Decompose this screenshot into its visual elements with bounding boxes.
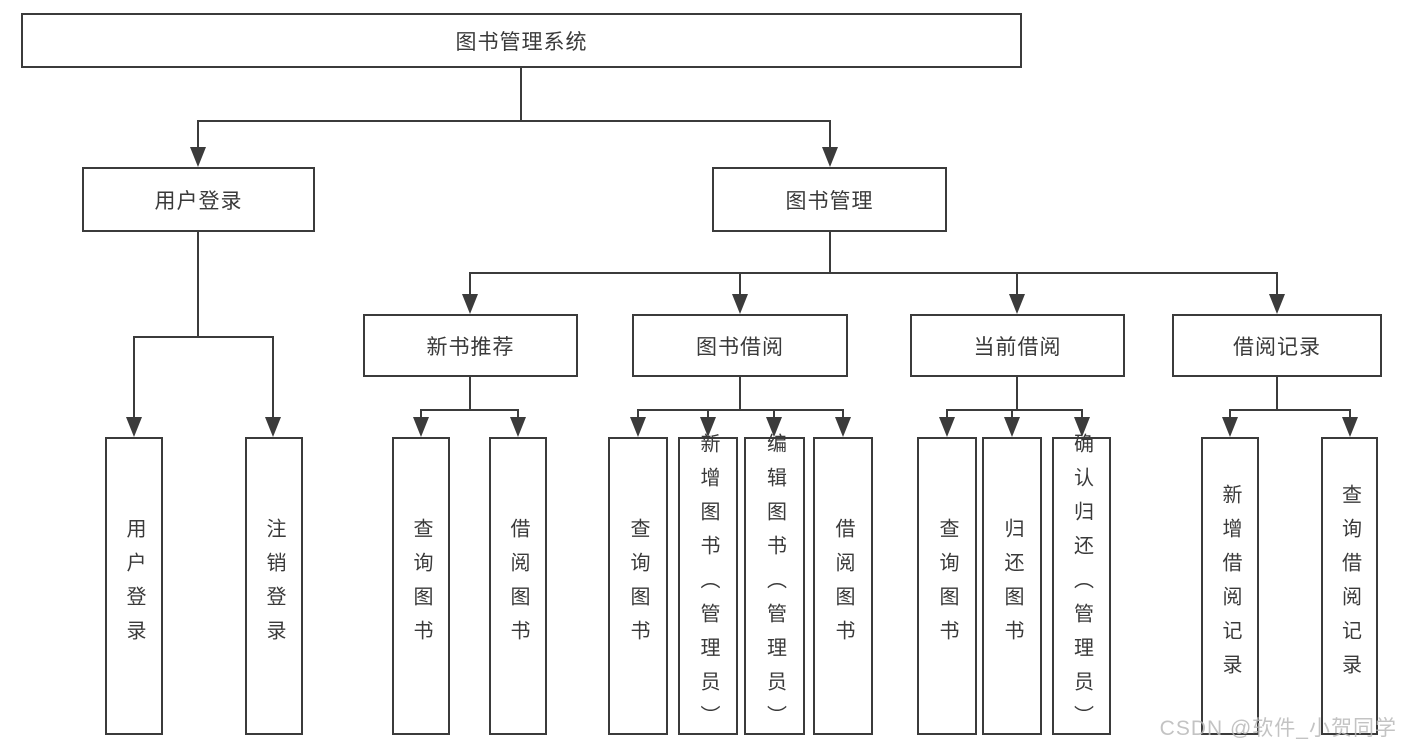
connector-line <box>272 336 274 420</box>
arrow-down-icon <box>1009 294 1025 314</box>
arrow-down-icon <box>630 417 646 437</box>
arrow-down-icon <box>822 147 838 167</box>
node-label: 归还图书 <box>1001 518 1023 654</box>
leaf-borrow-books: 借阅图书 <box>813 437 873 735</box>
node-library-management-system: 图书管理系统 <box>21 13 1022 68</box>
connector-line <box>707 409 709 421</box>
node-label: 图书借阅 <box>696 335 784 359</box>
connector-line <box>133 336 135 420</box>
connector-line <box>420 409 422 421</box>
node-label: 查询图书 <box>627 518 649 654</box>
connector-line <box>739 377 741 411</box>
connector-line <box>421 409 519 411</box>
node-label: 图书管理系统 <box>455 30 588 54</box>
connector-line <box>638 409 844 411</box>
connector-line <box>198 120 831 122</box>
arrow-down-icon <box>126 417 142 437</box>
arrow-down-icon <box>700 417 716 437</box>
connector-line <box>1276 272 1278 298</box>
connector-line <box>739 272 741 298</box>
connector-line <box>1016 377 1018 411</box>
node-borrowing-records: 借阅记录 <box>1172 314 1382 377</box>
arrow-down-icon <box>1269 294 1285 314</box>
connector-line <box>947 409 1083 411</box>
connector-line <box>1349 409 1351 421</box>
arrow-down-icon <box>190 147 206 167</box>
node-label: 查询借阅记录 <box>1338 484 1361 688</box>
arrow-down-icon <box>1342 417 1358 437</box>
connector-line <box>1081 409 1083 421</box>
leaf-confirm-return-admin: 确认归还（管理员） <box>1052 433 1111 739</box>
node-book-management: 图书管理 <box>712 167 947 232</box>
connector-line <box>469 272 471 298</box>
node-current-borrowing: 当前借阅 <box>910 314 1125 377</box>
connector-line <box>1230 409 1351 411</box>
leaf-logout: 注销登录 <box>245 437 303 735</box>
arrow-down-icon <box>732 294 748 314</box>
arrow-down-icon <box>939 417 955 437</box>
arrow-down-icon <box>462 294 478 314</box>
arrow-down-icon <box>1074 417 1090 437</box>
leaf-add-borrow-record: 新增借阅记录 <box>1201 437 1259 735</box>
csdn-watermark: CSDN @软件_小贺同学 <box>1159 717 1397 740</box>
node-label: 图书管理 <box>785 189 874 213</box>
leaf-query-books-borrow: 查询图书 <box>608 437 668 735</box>
connector-line <box>133 336 274 338</box>
connector-line <box>1229 409 1231 421</box>
connector-line <box>1016 272 1018 298</box>
leaf-query-books-recommend: 查询图书 <box>392 437 450 735</box>
node-label: 用户登录 <box>154 189 243 213</box>
leaf-query-borrow-record: 查询借阅记录 <box>1321 437 1378 735</box>
arrow-down-icon <box>835 417 851 437</box>
node-label: 用户登录 <box>123 518 145 654</box>
node-label: 借阅记录 <box>1233 335 1321 359</box>
connector-line <box>637 409 639 421</box>
node-label: 编辑图书（管理员） <box>763 433 786 739</box>
connector-line <box>520 68 522 120</box>
node-label: 查询图书 <box>410 518 432 654</box>
connector-line <box>946 409 948 421</box>
node-user-login: 用户登录 <box>82 167 315 232</box>
connector-line <box>469 377 471 411</box>
node-label: 查询图书 <box>936 518 958 654</box>
connector-line <box>197 232 199 336</box>
connector-line <box>470 272 1278 274</box>
leaf-edit-books-admin: 编辑图书（管理员） <box>744 433 805 739</box>
connector-line <box>829 120 831 150</box>
node-label: 注销登录 <box>263 518 285 654</box>
connector-line <box>773 409 775 421</box>
arrow-down-icon <box>265 417 281 437</box>
node-new-book-recommendation: 新书推荐 <box>363 314 578 377</box>
node-book-borrowing: 图书借阅 <box>632 314 848 377</box>
connector-line <box>1011 409 1013 421</box>
leaf-return-books: 归还图书 <box>982 437 1042 735</box>
connector-line <box>842 409 844 421</box>
connector-line <box>517 409 519 421</box>
connector-line <box>829 232 831 274</box>
connector-line <box>1276 377 1278 411</box>
node-label: 当前借阅 <box>973 335 1062 359</box>
arrow-down-icon <box>1222 417 1238 437</box>
connector-line <box>197 120 199 150</box>
arrow-down-icon <box>413 417 429 437</box>
node-label: 借阅图书 <box>507 518 529 654</box>
leaf-borrow-books-recommend: 借阅图书 <box>489 437 547 735</box>
arrow-down-icon <box>766 417 782 437</box>
leaf-add-books-admin: 新增图书（管理员） <box>678 433 738 739</box>
node-label: 新增图书（管理员） <box>697 433 719 739</box>
arrow-down-icon <box>510 417 526 437</box>
node-label: 新增借阅记录 <box>1219 484 1241 688</box>
leaf-user-login: 用户登录 <box>105 437 163 735</box>
node-label: 借阅图书 <box>832 518 854 654</box>
node-label: 确认归还（管理员） <box>1070 433 1093 739</box>
node-label: 新书推荐 <box>426 335 515 359</box>
leaf-query-books-current: 查询图书 <box>917 437 977 735</box>
arrow-down-icon <box>1004 417 1020 437</box>
